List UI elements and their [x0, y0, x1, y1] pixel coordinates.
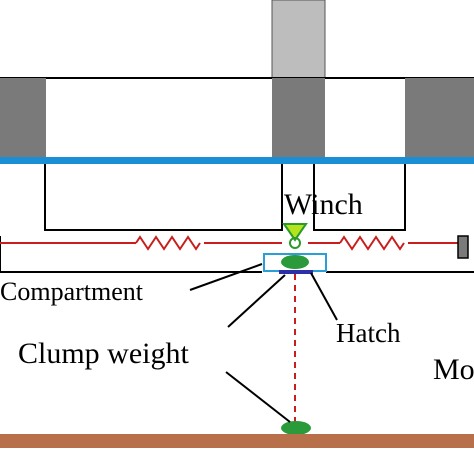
center-column-upper: [271, 0, 326, 79]
clump-weight-leader-upper: [227, 274, 286, 328]
seabed: [0, 434, 474, 448]
clump-weight-leader-lower: [225, 371, 291, 423]
compartment-leader: [189, 263, 263, 291]
right-spring: [339, 235, 405, 251]
hatch: [279, 270, 313, 274]
winch-label: Winch: [284, 188, 363, 221]
winch-icon: [282, 223, 308, 249]
cutoff-label: Mo: [433, 353, 474, 386]
clump-weight-label: Clump weight: [18, 337, 189, 370]
compartment-label: Compartment: [0, 277, 144, 306]
deck-line: [0, 157, 474, 164]
lower-hull: [0, 164, 474, 273]
left-pontoon-block: [0, 78, 46, 160]
stored-clump-weight: [281, 255, 309, 269]
right-pontoon-block: [405, 78, 474, 160]
upper-hull: [0, 77, 474, 161]
fairlead-block: [457, 235, 469, 259]
mooring-line: [0, 235, 458, 251]
hatch-leader: [310, 272, 338, 321]
deployed-clump-weight: [281, 421, 311, 435]
center-pontoon-block: [272, 78, 325, 160]
leader-lines: [189, 263, 338, 423]
hatch-label: Hatch: [336, 318, 401, 348]
left-spring: [135, 235, 201, 251]
